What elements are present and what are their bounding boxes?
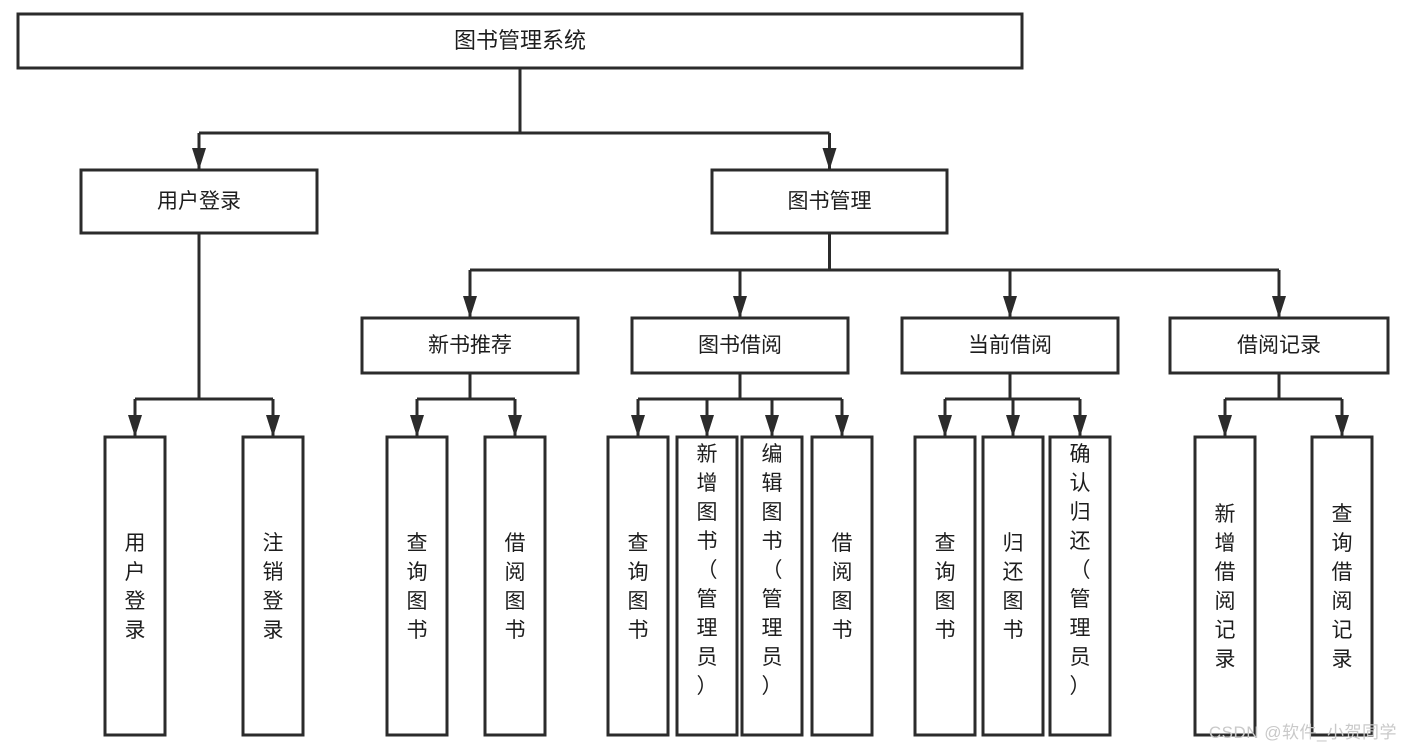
node-current-borrow-box[interactable] — [900, 316, 1120, 375]
arrow-head-icon — [192, 148, 206, 170]
node-leaf-user-login[interactable]: 用户登录 — [103, 435, 167, 737]
watermark-label: CSDN @软件_小贺同学 — [1208, 723, 1397, 742]
node-leaf-add-book-admin-label: 新增图书（管理员） — [697, 443, 718, 698]
node-leaf-add-borrow-record-label: 新增借阅记录 — [1215, 503, 1236, 671]
arrow-head-icon — [508, 415, 522, 437]
node-new-book-recommend-box[interactable] — [360, 316, 580, 375]
node-leaf-query-book-3[interactable]: 查询图书 — [913, 435, 977, 737]
node-leaf-borrow-book-2[interactable]: 借阅图书 — [810, 435, 874, 737]
node-leaf-return-book-box[interactable] — [981, 435, 1045, 737]
arrow-head-icon — [128, 415, 142, 437]
node-leaf-logout-login[interactable]: 注销登录 — [241, 435, 305, 737]
node-layer: 图书管理系统用户登录图书管理新书推荐图书借阅当前借阅借阅记录用户登录注销登录查询… — [16, 12, 1390, 737]
node-root-box[interactable] — [16, 12, 1024, 70]
arrow-head-icon — [1003, 296, 1017, 318]
node-book-borrow-label: 图书借阅 — [698, 334, 782, 357]
node-leaf-confirm-return-admin-box[interactable] — [1048, 435, 1112, 737]
arrow-head-icon — [733, 296, 747, 318]
node-leaf-user-login-label: 用户登录 — [125, 532, 146, 642]
node-book-borrow[interactable]: 图书借阅 — [630, 316, 850, 375]
connector-layer — [133, 68, 1344, 437]
node-leaf-edit-book-admin[interactable]: 编辑图书（管理员） — [740, 435, 804, 737]
arrow-head-icon — [1218, 415, 1232, 437]
node-borrow-record[interactable]: 借阅记录 — [1168, 316, 1390, 375]
node-leaf-edit-book-admin-label: 编辑图书（管理员） — [762, 443, 783, 698]
node-leaf-query-book-2-box[interactable] — [606, 435, 670, 737]
node-leaf-add-book-admin-box[interactable] — [675, 435, 739, 737]
node-leaf-confirm-return-admin[interactable]: 确认归还（管理员） — [1048, 435, 1112, 737]
node-root[interactable]: 图书管理系统 — [16, 12, 1024, 70]
arrow-head-icon — [410, 415, 424, 437]
node-leaf-query-borrow-record-box[interactable] — [1310, 435, 1374, 737]
node-leaf-borrow-book-2-box[interactable] — [810, 435, 874, 737]
node-leaf-borrow-book-1-box[interactable] — [483, 435, 547, 737]
node-book-manage-label: 图书管理 — [788, 190, 872, 213]
arrow-head-icon — [938, 415, 952, 437]
arrow-head-icon — [1335, 415, 1349, 437]
node-book-manage-box[interactable] — [710, 168, 949, 235]
node-new-book-recommend-label: 新书推荐 — [428, 334, 512, 357]
node-user-login[interactable]: 用户登录 — [79, 168, 319, 235]
node-leaf-user-login-box[interactable] — [103, 435, 167, 737]
arrow-head-icon — [765, 415, 779, 437]
node-leaf-query-borrow-record-label: 查询借阅记录 — [1332, 503, 1353, 671]
arrow-head-icon — [822, 148, 837, 170]
arrow-head-icon — [1006, 415, 1020, 437]
node-user-login-box[interactable] — [79, 168, 319, 235]
node-leaf-return-book[interactable]: 归还图书 — [981, 435, 1045, 737]
node-leaf-query-book-2-label: 查询图书 — [628, 532, 649, 642]
node-leaf-query-book-3-label: 查询图书 — [935, 532, 956, 642]
node-user-login-label: 用户登录 — [157, 190, 241, 213]
node-leaf-logout-login-box[interactable] — [241, 435, 305, 737]
arrowhead-layer — [128, 148, 1349, 437]
arrow-head-icon — [266, 415, 280, 437]
arrow-head-icon — [700, 415, 714, 437]
arrow-head-icon — [835, 415, 849, 437]
node-new-book-recommend[interactable]: 新书推荐 — [360, 316, 580, 375]
node-leaf-logout-login-label: 注销登录 — [263, 532, 284, 642]
node-leaf-query-book-1-label: 查询图书 — [407, 532, 428, 642]
node-current-borrow-label: 当前借阅 — [968, 334, 1052, 357]
node-root-label: 图书管理系统 — [454, 28, 586, 53]
node-leaf-confirm-return-admin-label: 确认归还（管理员） — [1070, 443, 1091, 698]
node-leaf-query-book-3-box[interactable] — [913, 435, 977, 737]
node-leaf-edit-book-admin-box[interactable] — [740, 435, 804, 737]
node-leaf-borrow-book-1[interactable]: 借阅图书 — [483, 435, 547, 737]
arrow-head-icon — [1272, 296, 1286, 318]
node-leaf-query-book-2[interactable]: 查询图书 — [606, 435, 670, 737]
node-leaf-query-book-1-box[interactable] — [385, 435, 449, 737]
node-borrow-record-label: 借阅记录 — [1237, 334, 1321, 357]
node-book-borrow-box[interactable] — [630, 316, 850, 375]
node-leaf-add-borrow-record-box[interactable] — [1193, 435, 1257, 737]
node-leaf-add-book-admin[interactable]: 新增图书（管理员） — [675, 435, 739, 737]
node-leaf-add-borrow-record[interactable]: 新增借阅记录 — [1193, 435, 1257, 737]
node-book-manage[interactable]: 图书管理 — [710, 168, 949, 235]
node-current-borrow[interactable]: 当前借阅 — [900, 316, 1120, 375]
node-leaf-borrow-book-1-label: 借阅图书 — [505, 532, 526, 642]
node-leaf-query-borrow-record[interactable]: 查询借阅记录 — [1310, 435, 1374, 737]
node-leaf-query-book-1[interactable]: 查询图书 — [385, 435, 449, 737]
node-leaf-borrow-book-2-label: 借阅图书 — [832, 532, 853, 642]
arrow-head-icon — [631, 415, 645, 437]
arrow-head-icon — [1073, 415, 1087, 437]
arrow-head-icon — [463, 296, 477, 318]
node-leaf-return-book-label: 归还图书 — [1003, 532, 1024, 642]
node-borrow-record-box[interactable] — [1168, 316, 1390, 375]
